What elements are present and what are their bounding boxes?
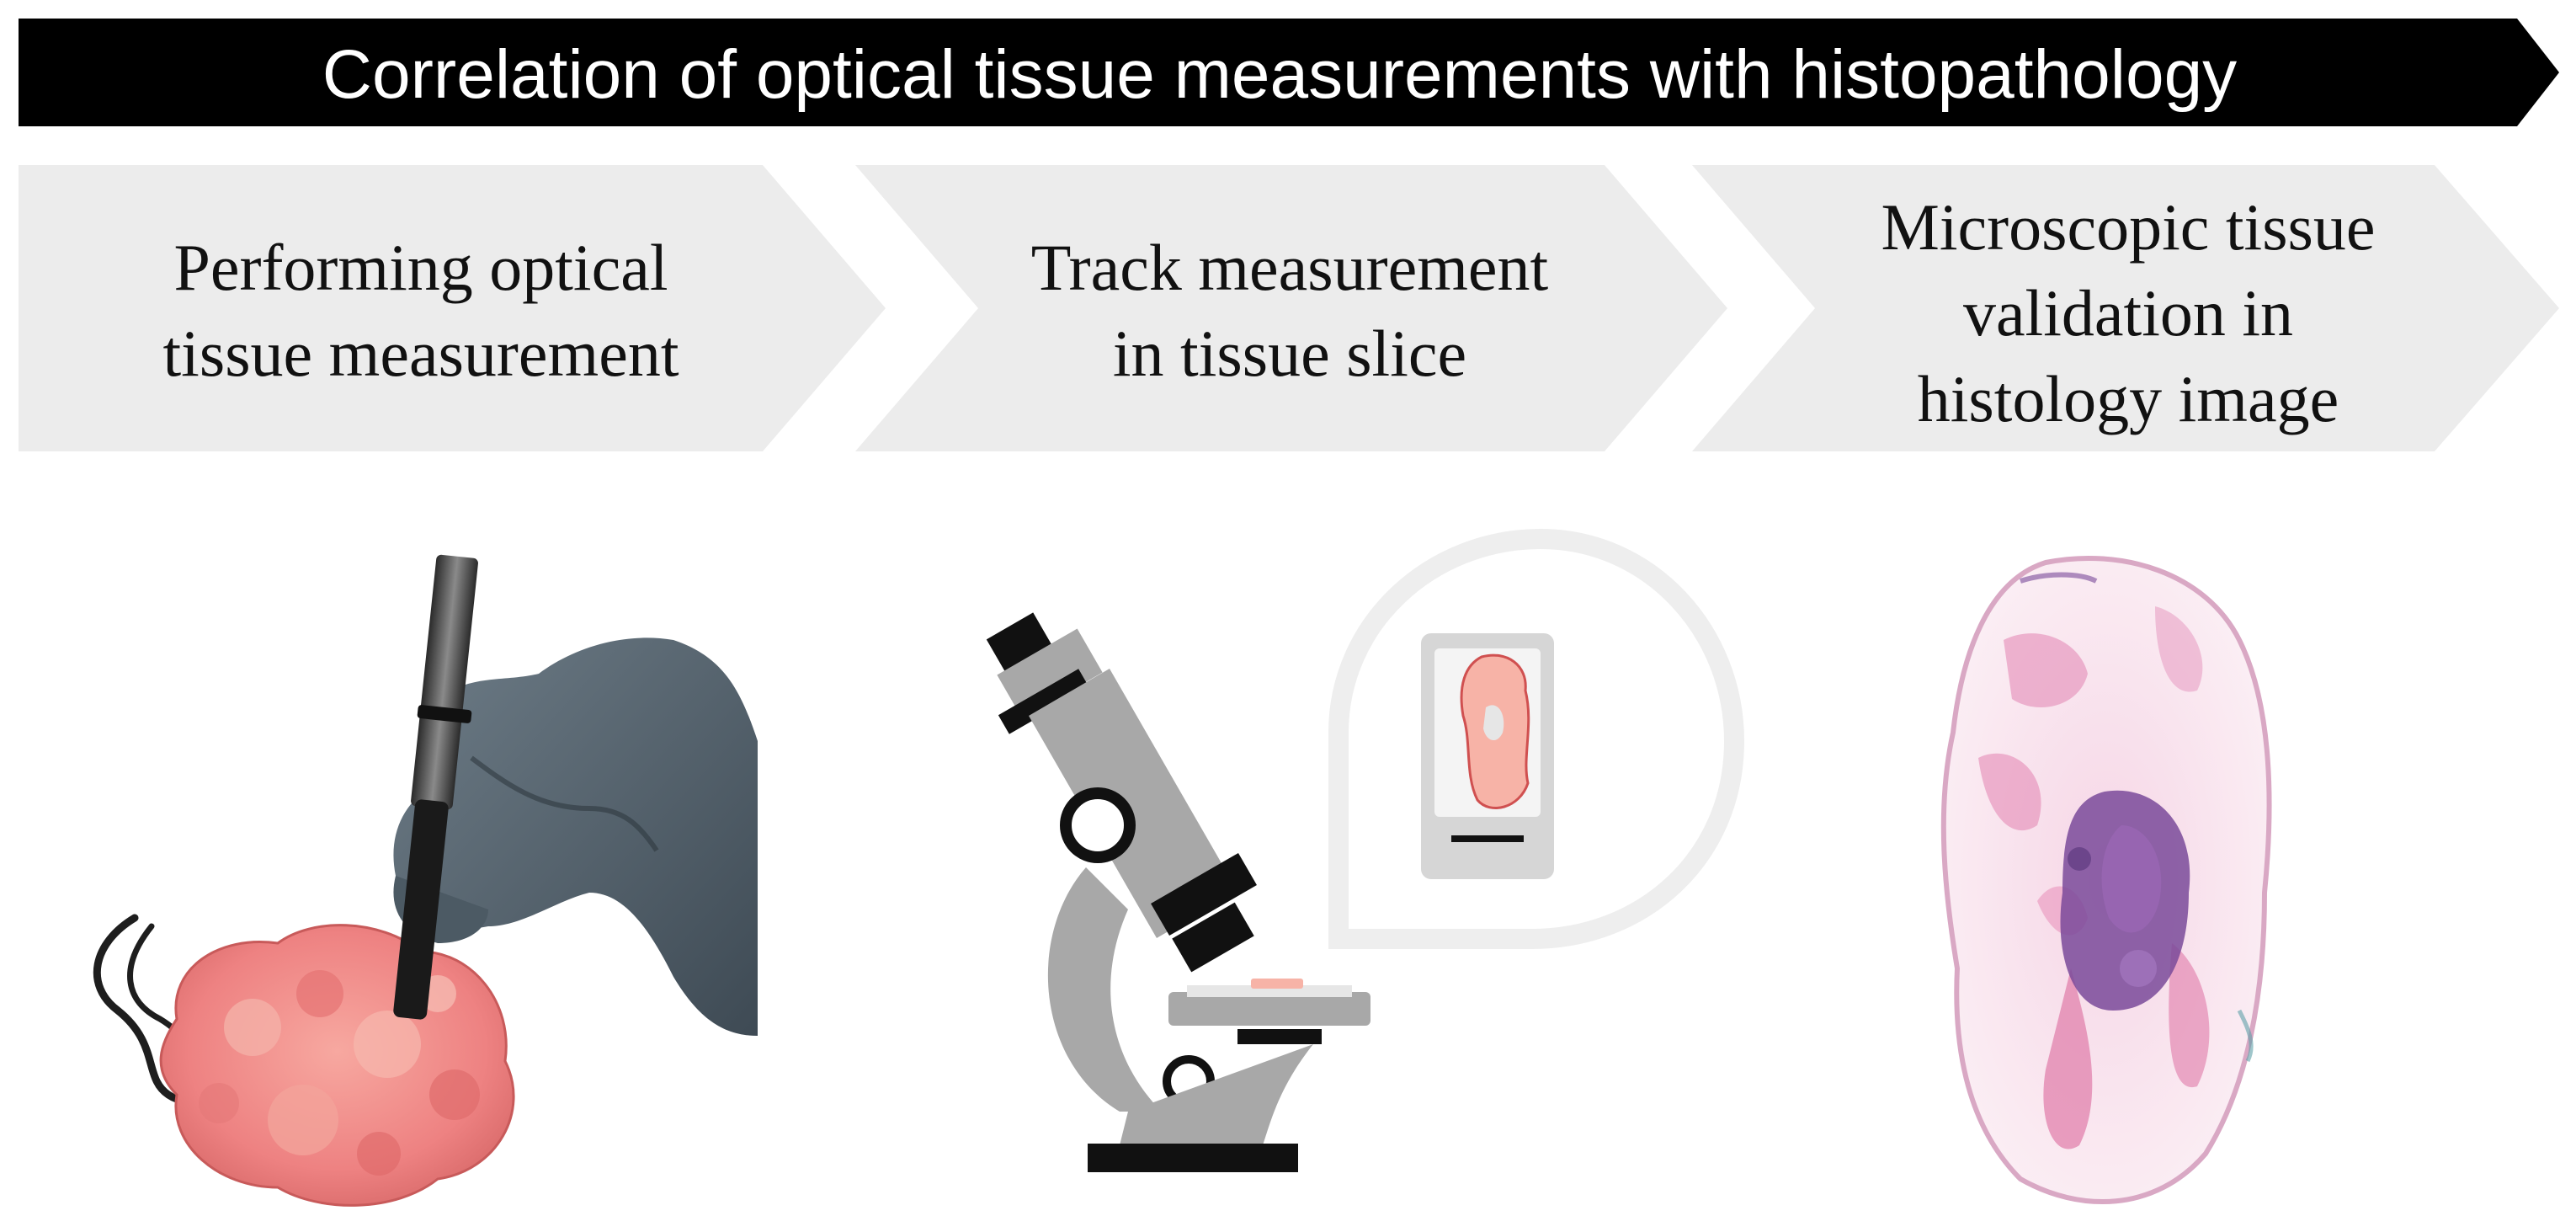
step-2-label-line-2: in tissue slice [1113, 317, 1466, 390]
chevron-shape-3 [1692, 165, 2559, 451]
step-2-label-line-1: Track measurement [1031, 231, 1549, 304]
step-3-label-line-1: Microscopic tissue [1881, 190, 2375, 264]
step-1-label-line-1: Performing optical [173, 231, 668, 304]
probe-in-gloved-hand-icon [93, 554, 758, 1207]
slide-callout-bubble [1328, 528, 1745, 949]
gloved-hand [393, 637, 758, 1036]
tissue-slide-card [1421, 633, 1554, 879]
glove-finger-fold [470, 755, 659, 852]
microscope-base [1088, 1144, 1298, 1172]
step-1-label-line-2: tissue measurement [163, 317, 679, 390]
chevron-shape-1 [19, 165, 886, 451]
step-chevron-1: Performing optical tissue measurement [19, 165, 886, 451]
banner-title: Correlation of optical tissue measuremen… [322, 36, 2237, 113]
microscope-pillar [1120, 1044, 1313, 1145]
microscope [986, 612, 1370, 1172]
microscope-arm [1047, 867, 1162, 1112]
optical-probe [393, 554, 478, 1020]
microscope-with-slide-icon [986, 528, 1745, 1172]
microscope-eyepiece [986, 612, 1055, 676]
chevron-shape-2 [855, 165, 1727, 451]
step-3-label-line-3: histology image [1918, 362, 2339, 435]
microscope-focus-knob [1060, 787, 1136, 863]
step-chevron-3: Microscopic tissue validation in histolo… [1692, 165, 2559, 451]
title-banner: Correlation of optical tissue measuremen… [19, 19, 2559, 126]
banner-arrow-shape [19, 19, 2559, 126]
step-chevron-2: Track measurement in tissue slice [855, 165, 1727, 451]
histology-slide-image-icon [1940, 555, 2272, 1204]
microscope-stage [1168, 992, 1370, 1026]
tissue-sample [159, 924, 515, 1207]
step-3-label-line-2: validation in [1963, 276, 2293, 349]
microscope-tube [1029, 669, 1237, 938]
